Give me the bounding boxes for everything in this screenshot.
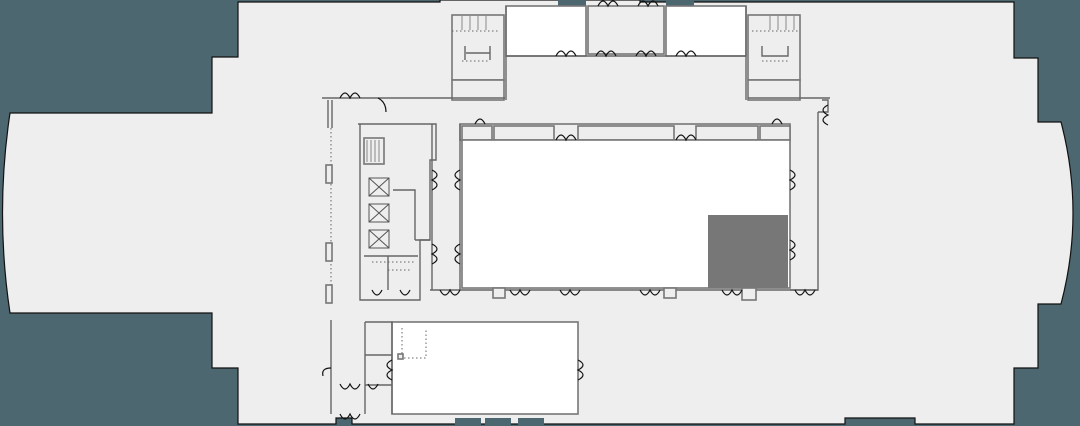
door-icon — [339, 382, 361, 390]
door-icon — [430, 243, 438, 265]
door-icon — [771, 118, 783, 125]
pillar — [492, 287, 506, 299]
stair-right-dotted — [752, 30, 800, 62]
door-icon — [788, 169, 796, 191]
door-icon — [639, 288, 661, 296]
stair-left-vestibule[interactable] — [451, 79, 505, 101]
column — [325, 242, 333, 262]
pillar — [663, 287, 677, 299]
west-wall-top — [327, 100, 333, 128]
upper-room-left[interactable] — [505, 5, 587, 57]
upper-room-right[interactable] — [665, 5, 747, 57]
top-notch-right — [666, 0, 694, 8]
lower-left-rooms — [364, 321, 393, 414]
pillar — [741, 287, 757, 301]
stairwell-treads — [366, 140, 380, 162]
door-icon — [675, 134, 697, 142]
door-icon — [675, 50, 697, 58]
alcove-4[interactable] — [695, 125, 759, 141]
door-icon — [559, 288, 581, 296]
door-icon — [597, 0, 619, 8]
door-icon — [371, 289, 383, 296]
door-icon — [454, 243, 462, 265]
upper-side-walls — [505, 6, 747, 100]
core-partition — [393, 189, 430, 241]
door-icon — [595, 50, 617, 58]
top-notch-left — [558, 0, 586, 8]
elevator-bank — [368, 177, 390, 249]
bottom-notch — [485, 418, 511, 426]
elevator-1-x — [368, 177, 390, 197]
door-icon — [322, 367, 332, 377]
door-icon — [794, 288, 816, 296]
doors — [322, 0, 830, 420]
elevator-2-x — [368, 203, 390, 223]
stair-right[interactable] — [747, 14, 801, 81]
lower-hall[interactable] — [391, 321, 579, 415]
door-icon — [721, 288, 743, 296]
highlighted-area[interactable] — [708, 215, 788, 288]
stair-left-bench — [464, 46, 491, 60]
west-corridor-walls — [431, 124, 461, 290]
door-icon — [788, 239, 796, 261]
door-icon — [454, 169, 462, 191]
alcove-5[interactable] — [759, 125, 791, 141]
right-corridor-cap — [818, 99, 829, 113]
door-icon — [430, 169, 438, 191]
door-icon — [555, 50, 577, 58]
restroom-dotted — [372, 261, 414, 271]
door-icon — [576, 359, 584, 381]
door-icon — [509, 288, 531, 296]
door-icon — [822, 104, 830, 126]
bottom-notch — [455, 418, 481, 426]
door-icon — [339, 92, 361, 100]
door-icon — [555, 134, 577, 142]
door-icon — [377, 97, 387, 113]
door-icon — [474, 118, 486, 125]
door-icon — [439, 288, 461, 296]
lower-hall-dotted — [401, 328, 427, 359]
stair-right-treads — [769, 16, 795, 30]
elevator-3-x — [368, 229, 390, 249]
door-icon — [339, 412, 361, 420]
door-icon — [637, 0, 659, 8]
alcove-2[interactable] — [493, 125, 555, 141]
column — [325, 284, 333, 304]
column — [397, 353, 404, 360]
stair-right-vestibule[interactable] — [747, 79, 801, 101]
stair-right-bench — [761, 46, 789, 57]
stair-left-treads — [461, 16, 487, 30]
door-icon — [399, 289, 411, 296]
stair-left-dotted — [452, 30, 500, 62]
alcove-3[interactable] — [577, 125, 675, 141]
door-icon — [635, 50, 657, 58]
door-icon — [367, 383, 379, 390]
bottom-notch — [518, 418, 544, 426]
door-icon — [386, 359, 394, 381]
upper-lobby[interactable] — [587, 5, 665, 55]
column — [325, 164, 333, 184]
alcove-1[interactable] — [461, 125, 493, 141]
